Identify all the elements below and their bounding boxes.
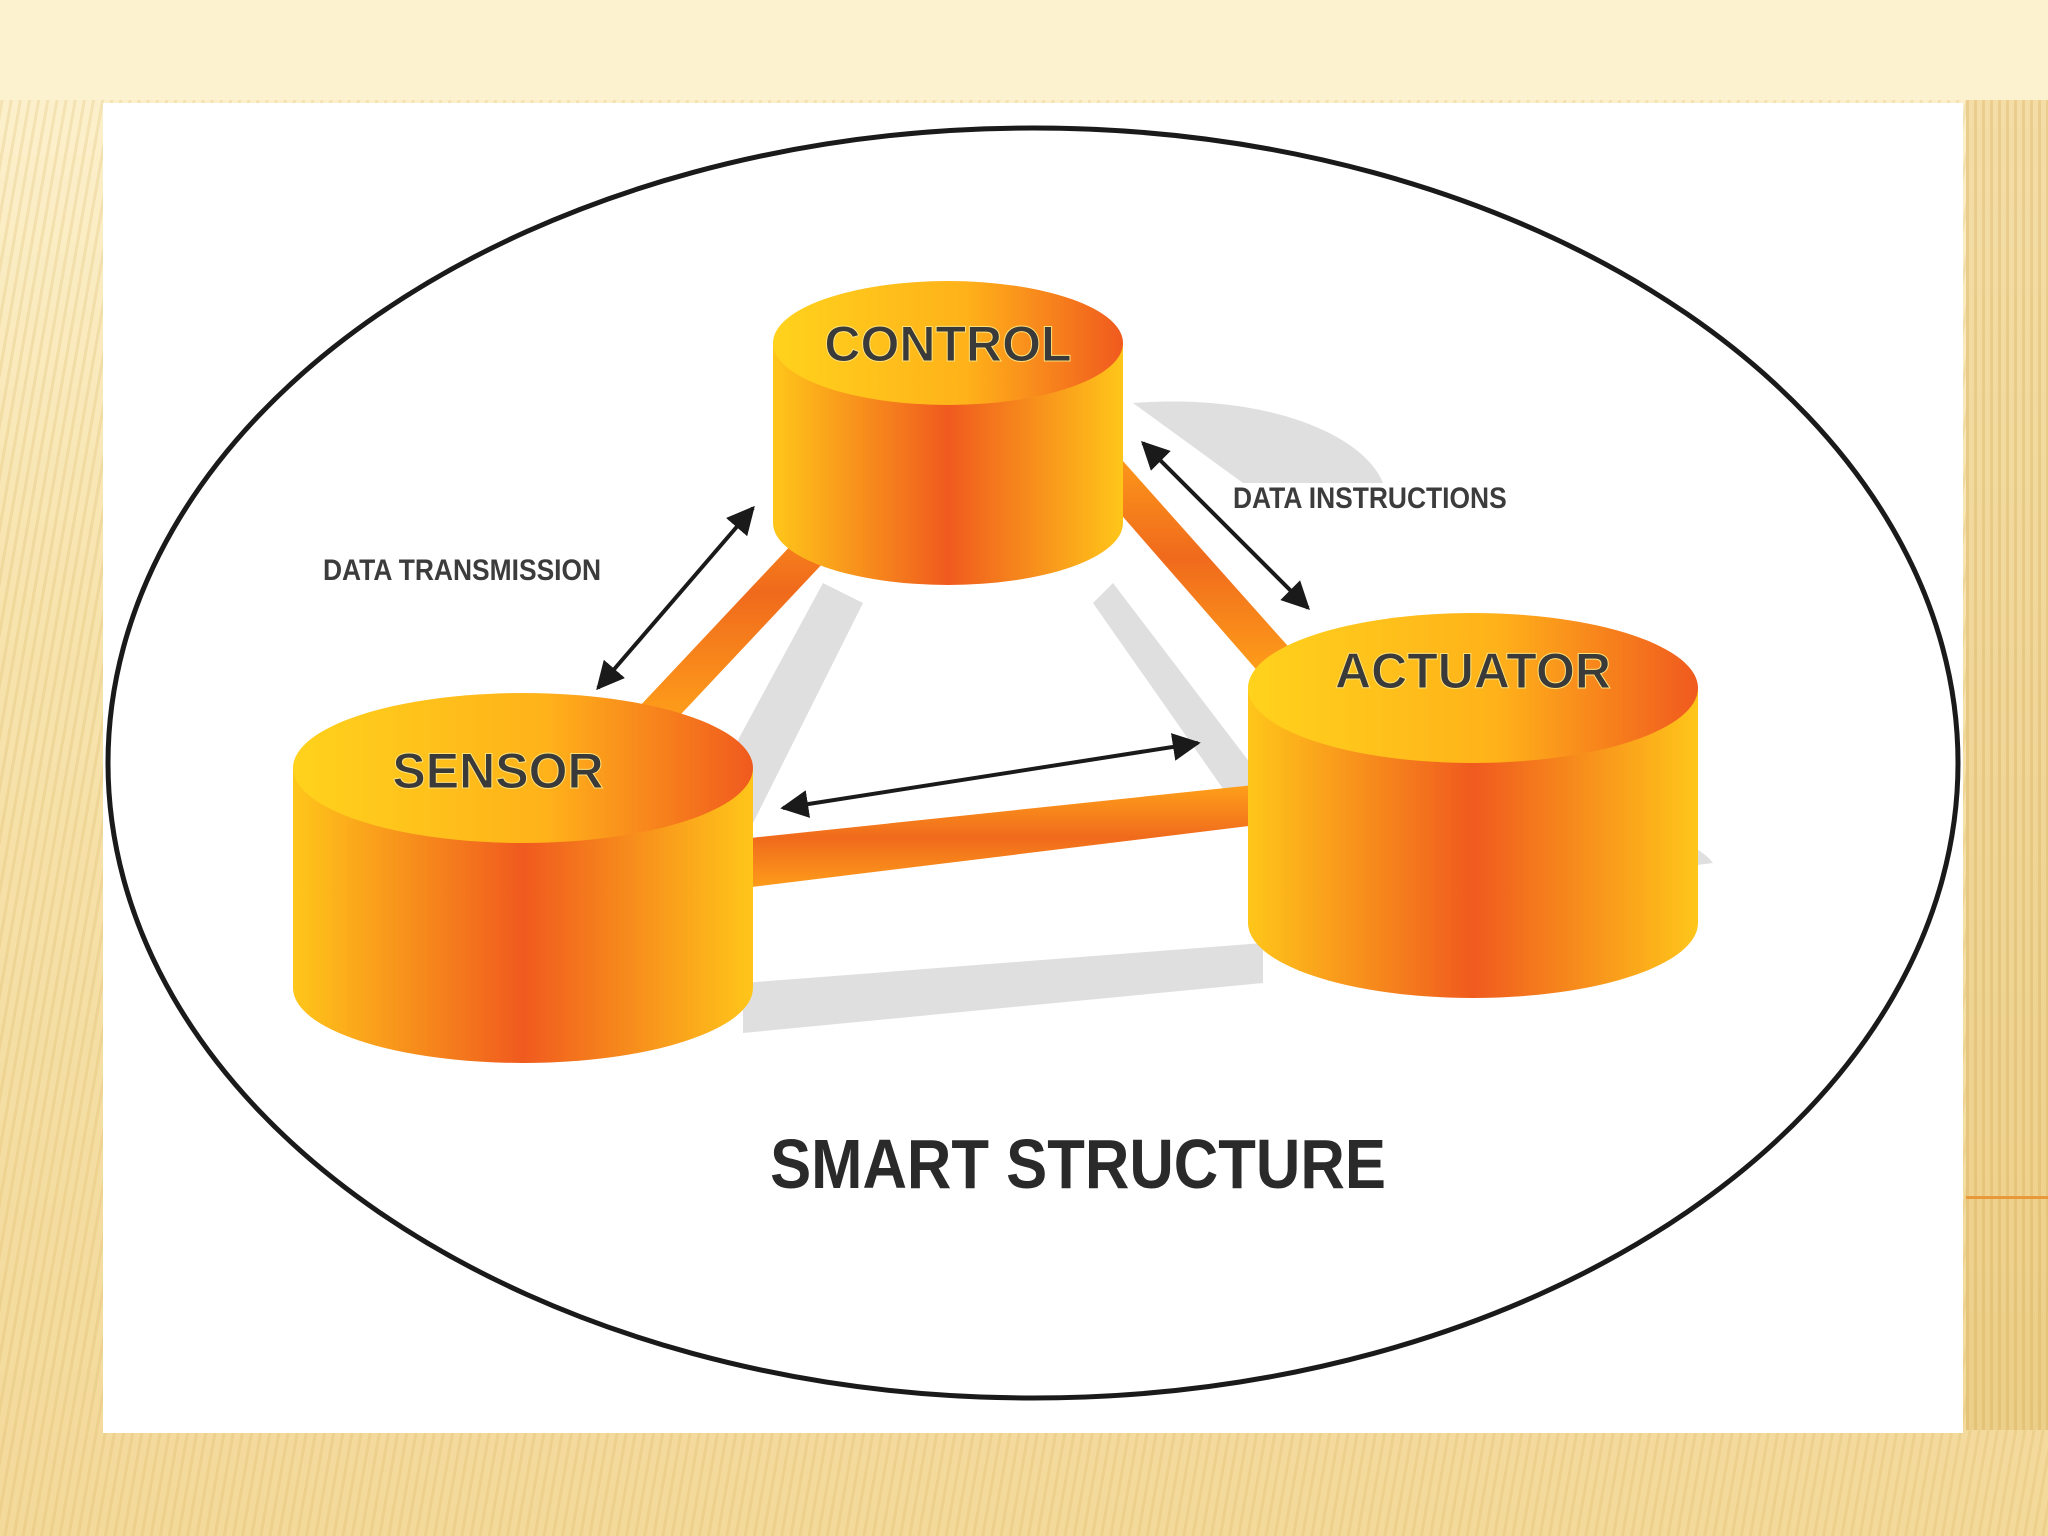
sensor-control-arrow [596,505,755,691]
slide-top-band [0,0,2048,100]
data-flow-arrows [596,441,1310,818]
control-label: CONTROL [824,316,1071,372]
slide-accent-line [1966,1196,2048,1199]
sensor-actuator-arrow [780,733,1201,818]
control-node: CONTROL [773,281,1123,585]
sensor-label: SENSOR [392,743,603,799]
control-actuator-arrow [1141,441,1310,610]
diagram-title: SMART STRUCTURE [770,1124,1386,1203]
outer-boundary-ellipse [105,125,1961,1401]
slide-right-band [1966,100,2048,1430]
sensor-node: SENSOR [293,693,753,1063]
data-transmission-label: DATA TRANSMISSION [323,552,601,586]
data-instructions-label: DATA INSTRUCTIONS [1233,480,1507,514]
diagram-panel: CONTROL SENSOR ACTUATOR DATA TRANSMISSIO… [103,103,1963,1433]
smart-structure-diagram: CONTROL SENSOR ACTUATOR DATA TRANSMISSIO… [105,125,1961,1401]
actuator-node: ACTUATOR [1248,613,1698,998]
actuator-label: ACTUATOR [1335,643,1611,699]
